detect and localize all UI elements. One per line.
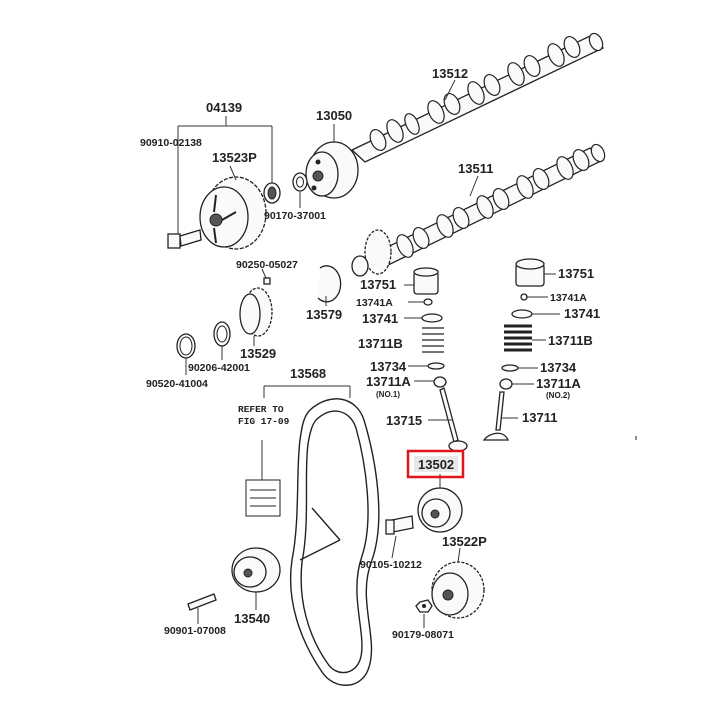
label-13502: 13502: [418, 457, 454, 472]
label-90179-08071: 90179-08071: [392, 629, 454, 641]
crank-gear-13529: [239, 287, 273, 337]
label-90520-41004: 90520-41004: [146, 378, 208, 390]
snap-ring-13579: [317, 265, 342, 303]
label-13741-no1: 13741: [362, 311, 398, 326]
label-13751-no2: 13751: [558, 266, 594, 281]
label-13734-no1: 13734: [370, 359, 407, 374]
label-13734-no2: 13734: [540, 360, 577, 375]
label-90910-02138: 90910-02138: [140, 137, 202, 149]
label-13579: 13579: [306, 307, 342, 322]
nut-90179: [415, 599, 433, 613]
timing-pulley-13523p: [199, 176, 267, 250]
label-refer-to: REFER TO: [238, 404, 284, 415]
pin-90250: [263, 277, 271, 285]
label-13711b-no2: 13711B: [548, 333, 593, 348]
highlight-box-13502: [406, 449, 465, 479]
timing-belt-13568: [289, 398, 380, 686]
valve-train-no2: [482, 258, 545, 441]
label-04139: 04139: [206, 100, 242, 115]
label-13511: 13511: [458, 161, 493, 176]
label-13741-no2: 13741: [564, 306, 600, 321]
label-13711a-no2: 13711A: [536, 376, 581, 391]
cam-timing-pulley-13050: [305, 141, 359, 199]
label-90901-07008: 90901-07008: [164, 625, 226, 637]
label-13568: 13568: [290, 366, 326, 381]
leader-lines: [177, 79, 560, 628]
label-13050: 13050: [316, 108, 352, 123]
bolt-90910: [167, 229, 202, 249]
label-13711b-no1: 13711B: [358, 336, 403, 351]
label-13711a-no1: 13711A: [366, 374, 411, 389]
oring-90520: [176, 333, 196, 359]
label-13751-no1: 13751: [360, 277, 396, 292]
label-13523p: 13523P: [212, 150, 257, 165]
stud-90901: [187, 593, 217, 611]
label-90105-10212: 90105-10212: [360, 559, 422, 571]
washer-90206: [213, 321, 231, 347]
label-fig-17-09: FIG 17-09: [238, 416, 290, 427]
label-13715: 13715: [386, 413, 422, 428]
label-13529: 13529: [240, 346, 276, 361]
label-90206-42001: 90206-42001: [188, 362, 250, 374]
highlight-fill-13502: [414, 456, 458, 472]
crankshaft-pulley-13522p: [431, 561, 485, 619]
label-13512: 13512: [432, 66, 468, 81]
idler-pulley-13540: [231, 547, 281, 593]
part-labels: 04139 90910-02138 13523P 13050 13512 135…: [140, 66, 600, 641]
label-13540: 13540: [234, 611, 270, 626]
seal-ring: [292, 172, 308, 192]
label-no1: (NO.1): [376, 390, 400, 399]
bolt-90105: [385, 515, 414, 535]
label-13522p: 13522P: [442, 534, 487, 549]
valve-train-no1: [413, 267, 468, 452]
camshaft-13511: [351, 143, 606, 277]
label-13741a-no1: 13741A: [356, 297, 393, 309]
label-no2: (NO.2): [546, 391, 570, 400]
label-13711: 13711: [522, 410, 557, 425]
label-90250-05027: 90250-05027: [236, 259, 298, 271]
camshaft-13512: [350, 32, 605, 163]
tensioner-pulley-13502: [417, 487, 463, 533]
label-13741a-no2: 13741A: [550, 292, 587, 304]
oil-seal-90170: [263, 182, 281, 204]
refer-box: [245, 440, 281, 517]
label-90170-37001: 90170-37001: [264, 210, 326, 222]
